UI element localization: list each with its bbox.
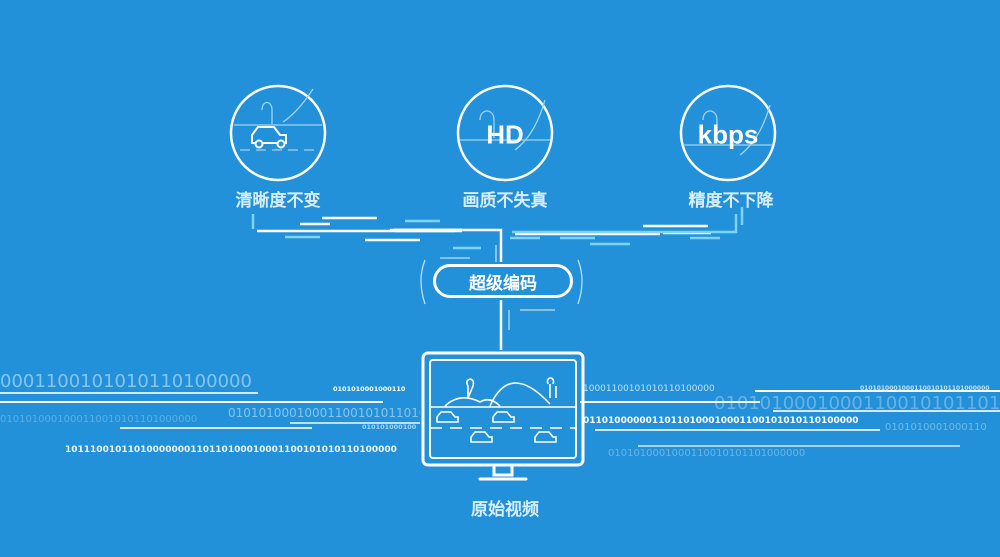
binary-stream: 0101010001000110010101101 xyxy=(714,393,1000,414)
binary-stream: 10001100101010110100000 xyxy=(583,384,715,394)
kbps-icon: kbps xyxy=(697,119,759,150)
binary-stream: 0101010001000110010101101000000 xyxy=(860,385,990,392)
binary-stream: 0001100101010110100000 xyxy=(0,371,252,392)
binary-stream: 0101010001000110010101101000000 xyxy=(608,448,806,459)
encoder-badge: 超级编码 xyxy=(433,264,573,298)
feature-label-2: 画质不失真 xyxy=(462,191,548,211)
binary-stream: 1011100101101000000011011010001000110010… xyxy=(65,445,397,455)
car-icon xyxy=(251,126,287,149)
monitor-icon xyxy=(421,351,585,481)
feature-label-1: 清晰度不变 xyxy=(235,191,321,211)
source-label: 原始视频 xyxy=(471,500,539,520)
binary-stream: 01010100010001100101011010 xyxy=(228,407,420,419)
feature-circle-3 xyxy=(679,84,777,182)
feature-circle-1 xyxy=(229,84,327,182)
binary-stream: 0101010001000110 xyxy=(885,422,987,433)
binary-stream: 0101010001000110 xyxy=(333,386,406,393)
binary-stream: 010101000100 xyxy=(362,424,417,431)
binary-stream: 0110100000011011010001000110010101011010… xyxy=(583,416,859,426)
feature-label-3: 精度不下降 xyxy=(688,191,774,211)
feature-circle-2 xyxy=(456,84,554,182)
hd-icon: HD xyxy=(486,119,524,150)
binary-stream: 0101010001000110010101101000000 xyxy=(0,414,198,425)
